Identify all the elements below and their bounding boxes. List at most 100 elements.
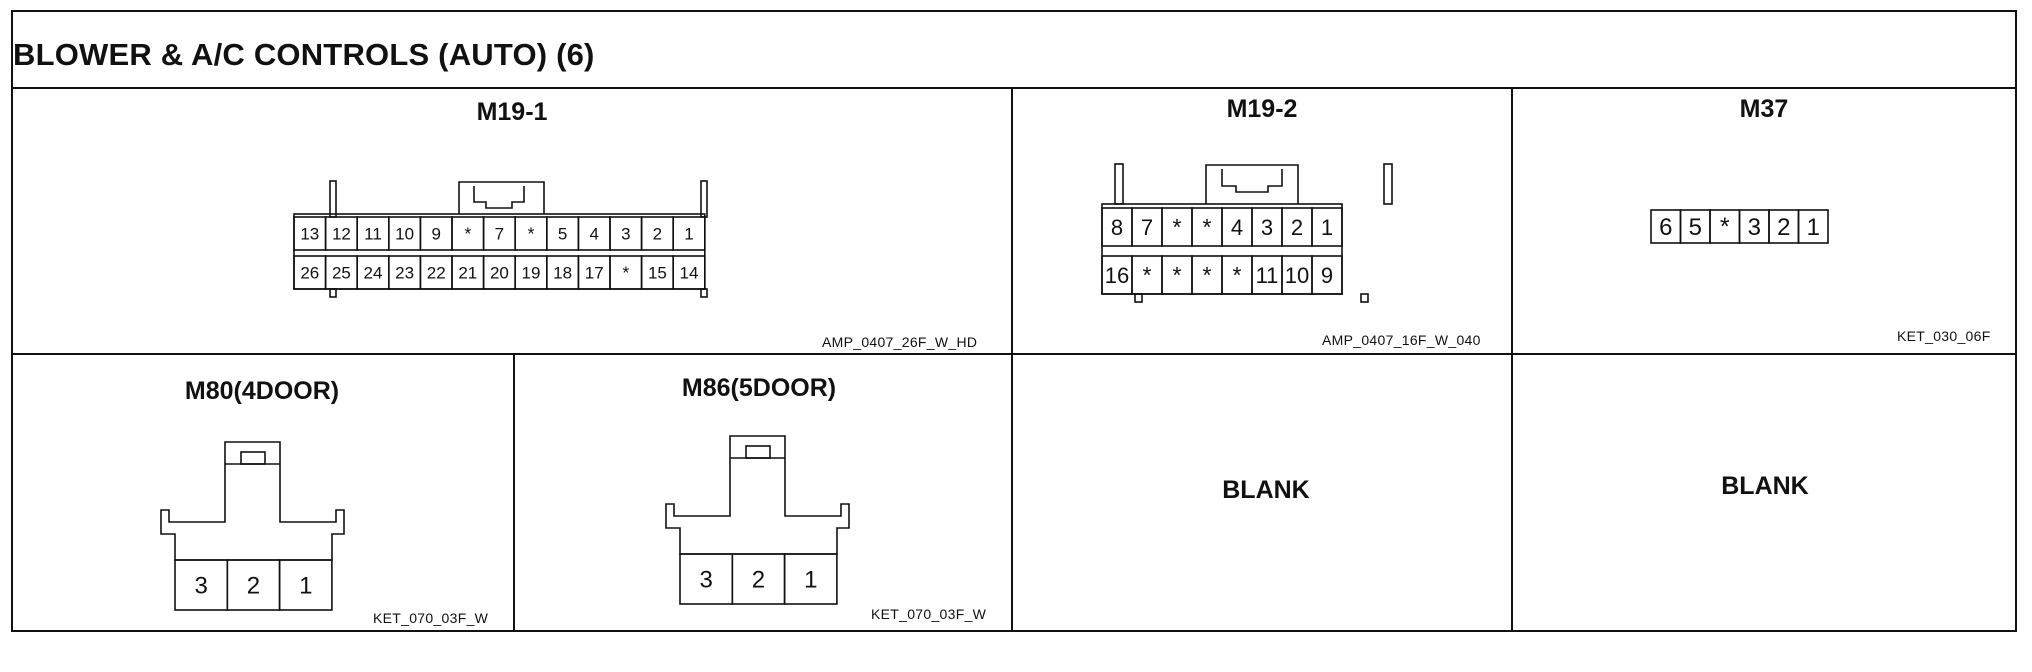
m19-2-title: M19-2 bbox=[1226, 95, 1298, 123]
m19-1-top-pin-label: * bbox=[464, 224, 471, 244]
col-divider-1 bbox=[1011, 87, 1013, 632]
m86-code: KET_070_03F_W bbox=[871, 606, 987, 622]
m86-connector: 3 2 1 bbox=[665, 435, 850, 605]
m37-pin-label: 5 bbox=[1689, 214, 1702, 241]
m19-2-foot-left bbox=[1134, 293, 1143, 303]
row-divider bbox=[11, 353, 2017, 355]
m80-latch-window bbox=[240, 451, 266, 465]
m19-1-bottom-cell bbox=[672, 255, 706, 290]
m19-2-latch bbox=[1205, 164, 1299, 204]
blank-cell-2: BLANK bbox=[1721, 472, 1809, 500]
m19-1-top-pin-label: 7 bbox=[495, 225, 504, 244]
m19-2-top-pin-label: 1 bbox=[1321, 215, 1333, 240]
m19-1-bottom-pin-label: 17 bbox=[585, 264, 604, 283]
col-divider-2 bbox=[1511, 87, 1513, 632]
m86-pin-label: 2 bbox=[752, 567, 765, 594]
m37-pin-label: 6 bbox=[1659, 214, 1672, 241]
m80-pin-label: 3 bbox=[194, 573, 207, 600]
m37-cell bbox=[1797, 209, 1829, 244]
m19-2-top-pin-label: * bbox=[1203, 214, 1212, 240]
m19-1-bottom-pin-label: 14 bbox=[680, 264, 699, 283]
m19-1-top-pin-label: 10 bbox=[395, 225, 414, 244]
m19-2-bottom-pin-label: 16 bbox=[1105, 263, 1129, 288]
m37-code: KET_030_06F bbox=[1897, 328, 1991, 344]
m37-pin-label: * bbox=[1720, 213, 1730, 241]
m19-2-code: AMP_0407_16F_W_040 bbox=[1322, 332, 1481, 348]
m19-1-bottom-pin-label: 23 bbox=[395, 264, 414, 283]
m19-2-top-pin-label: 2 bbox=[1291, 215, 1303, 240]
m19-1-foot-right bbox=[700, 288, 708, 298]
m19-2-post-right bbox=[1383, 163, 1393, 205]
m19-1-top-pin-label: 3 bbox=[621, 225, 630, 244]
m19-1-top-pin-label: 5 bbox=[558, 225, 567, 244]
m37-pin-label: 3 bbox=[1748, 214, 1761, 241]
blank-cell-1: BLANK bbox=[1222, 476, 1310, 504]
m80-housing bbox=[160, 441, 345, 561]
m19-2-top-pin-label: 3 bbox=[1261, 215, 1273, 240]
m86-latch-window bbox=[745, 445, 771, 459]
m19-1-top-pin-label: * bbox=[528, 224, 535, 244]
m37-pin-label: 1 bbox=[1807, 214, 1820, 241]
m19-1-bottom-pin-label: 18 bbox=[553, 264, 572, 283]
m19-1-top-pin-label: 12 bbox=[332, 225, 351, 244]
m19-2-bottom-pin-label: * bbox=[1233, 262, 1242, 288]
m19-1-top-pin-label: 11 bbox=[364, 225, 382, 244]
m19-1-bottom-pin-label: 24 bbox=[364, 264, 383, 283]
m19-1-title: M19-1 bbox=[476, 98, 548, 126]
m19-2-latch-tab bbox=[1221, 169, 1283, 193]
m19-2-bottom-pin-label: 9 bbox=[1321, 263, 1333, 288]
m19-2-bottom-pin-label: 11 bbox=[1256, 263, 1279, 288]
m86-title: M86(5DOOR) bbox=[681, 374, 837, 402]
m86-pin-label: 1 bbox=[804, 567, 817, 594]
m86-pin-label: 3 bbox=[699, 567, 712, 594]
m19-2-bottom-pin-label: * bbox=[1203, 262, 1212, 288]
m19-2-bottom-pin-label: * bbox=[1173, 262, 1182, 288]
page-title: BLOWER & A/C CONTROLS (AUTO) (6) bbox=[13, 37, 595, 72]
m19-1-bottom-pin-label: 19 bbox=[522, 264, 541, 283]
m19-2-foot-right bbox=[1360, 293, 1369, 303]
m19-1-bottom-pin-label: 22 bbox=[427, 264, 446, 283]
m19-2-top-cell bbox=[1311, 207, 1343, 247]
m19-1-top-cell bbox=[672, 216, 706, 251]
m19-2-top-pin-label: * bbox=[1173, 214, 1182, 240]
title-divider bbox=[11, 87, 2017, 89]
m19-2-top-pin-label: 4 bbox=[1231, 215, 1243, 240]
m80-cell bbox=[278, 559, 333, 611]
m80-code: KET_070_03F_W bbox=[373, 610, 489, 626]
m19-1-bottom-pin-label: 15 bbox=[648, 264, 667, 283]
m80-pin-label: 1 bbox=[299, 573, 312, 600]
col-divider-3 bbox=[513, 353, 515, 632]
m19-1-top-pin-label: 1 bbox=[684, 225, 693, 244]
m19-1-top-pin-label: 4 bbox=[589, 225, 598, 244]
m19-1-foot-left bbox=[329, 288, 337, 298]
m19-1-bottom-pin-label: 26 bbox=[300, 264, 319, 283]
diagram-frame bbox=[11, 10, 2017, 632]
m19-1-post-right bbox=[700, 180, 708, 218]
m19-2-top-pin-label: 7 bbox=[1141, 215, 1153, 240]
m19-1-bottom-pin-label: 20 bbox=[490, 264, 509, 283]
m37-title: M37 bbox=[1739, 95, 1789, 123]
m19-1-code: AMP_0407_26F_W_HD bbox=[822, 334, 978, 350]
m19-1-bottom-pin-label: * bbox=[622, 263, 629, 283]
m19-1-post-left bbox=[329, 180, 337, 218]
m19-1-top-pin-label: 13 bbox=[300, 225, 319, 244]
m19-1-latch bbox=[458, 181, 545, 214]
m19-1-bottom-pin-label: 21 bbox=[458, 264, 477, 283]
m19-1-top-pin-label: 2 bbox=[653, 225, 662, 244]
m37-pin-label: 2 bbox=[1777, 214, 1790, 241]
m80-connector: 3 2 1 bbox=[160, 441, 345, 611]
m86-housing bbox=[665, 435, 850, 555]
m19-2-post-left bbox=[1114, 163, 1124, 205]
m19-1-top-pin-label: 9 bbox=[431, 225, 440, 244]
m19-1-latch-tab bbox=[473, 186, 525, 209]
m80-title: M80(4DOOR) bbox=[184, 377, 340, 405]
m19-2-bottom-pin-label: * bbox=[1143, 262, 1152, 288]
m19-2-bottom-pin-label: 10 bbox=[1285, 263, 1309, 288]
m86-cell bbox=[783, 553, 838, 605]
m19-2-top-pin-label: 8 bbox=[1111, 215, 1123, 240]
m80-pin-label: 2 bbox=[247, 573, 260, 600]
